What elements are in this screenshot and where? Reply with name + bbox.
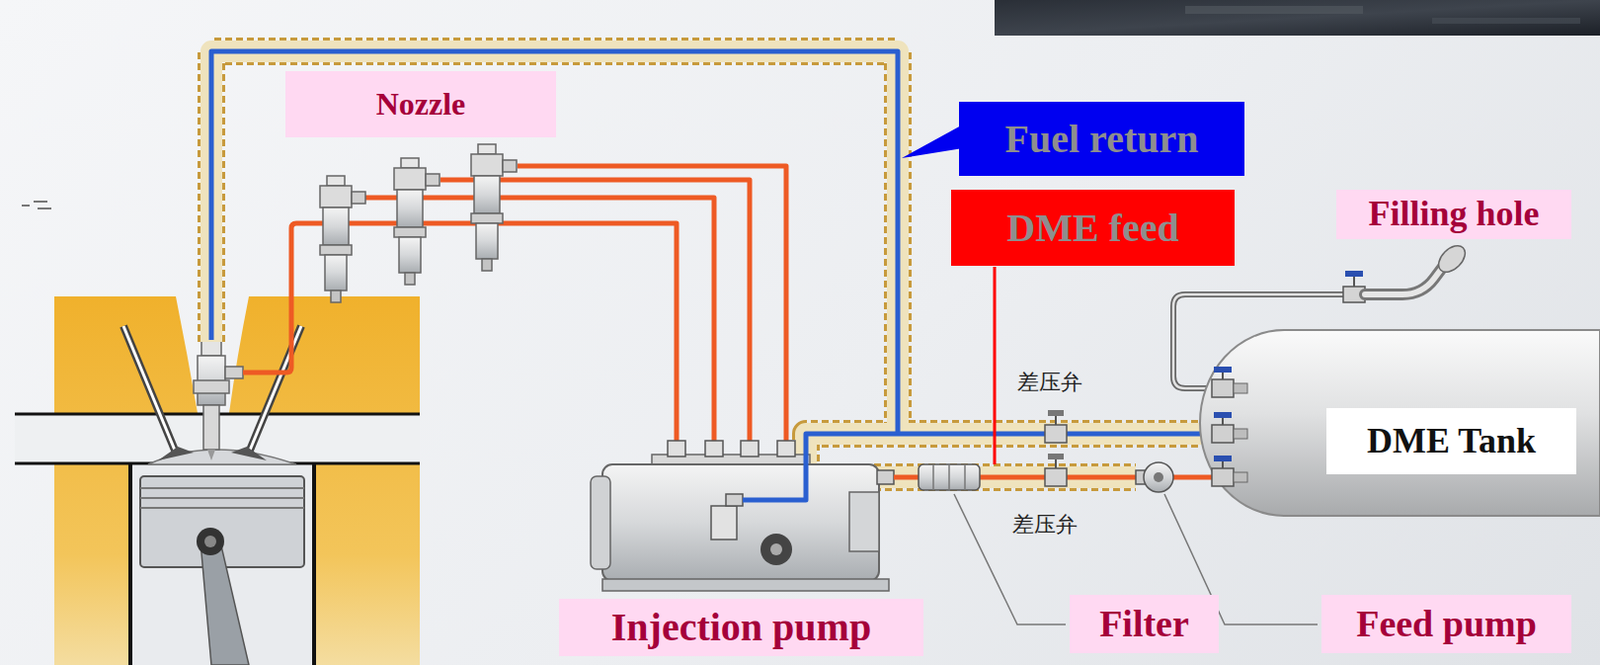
- node-text: DME feed: [1006, 205, 1179, 251]
- node-text: Fuel return: [1005, 116, 1200, 162]
- node-text: Feed pump: [1356, 602, 1537, 646]
- node-text: DME Tank: [1366, 420, 1536, 462]
- part-label: Feed pump: [1321, 594, 1572, 653]
- part-label: Filter: [1069, 594, 1219, 653]
- part-label: Filling hole: [1336, 189, 1572, 240]
- tank-label-plate: DME Tank: [1326, 407, 1577, 475]
- node-text: Injection pump: [611, 604, 872, 650]
- line-key-box: Fuel return: [959, 101, 1245, 176]
- node-text: Nozzle: [376, 85, 467, 123]
- valve-label: 差压弁: [1017, 369, 1083, 396]
- node-text: Filter: [1099, 602, 1190, 646]
- line-key-box: DME feed: [951, 189, 1235, 266]
- valve-label: 差压弁: [1012, 511, 1078, 538]
- part-label: Nozzle: [285, 71, 557, 138]
- tank-shape: DME Tank: [1190, 325, 1600, 520]
- node-text: Filling hole: [1367, 193, 1539, 235]
- part-label: Injection pump: [559, 598, 924, 656]
